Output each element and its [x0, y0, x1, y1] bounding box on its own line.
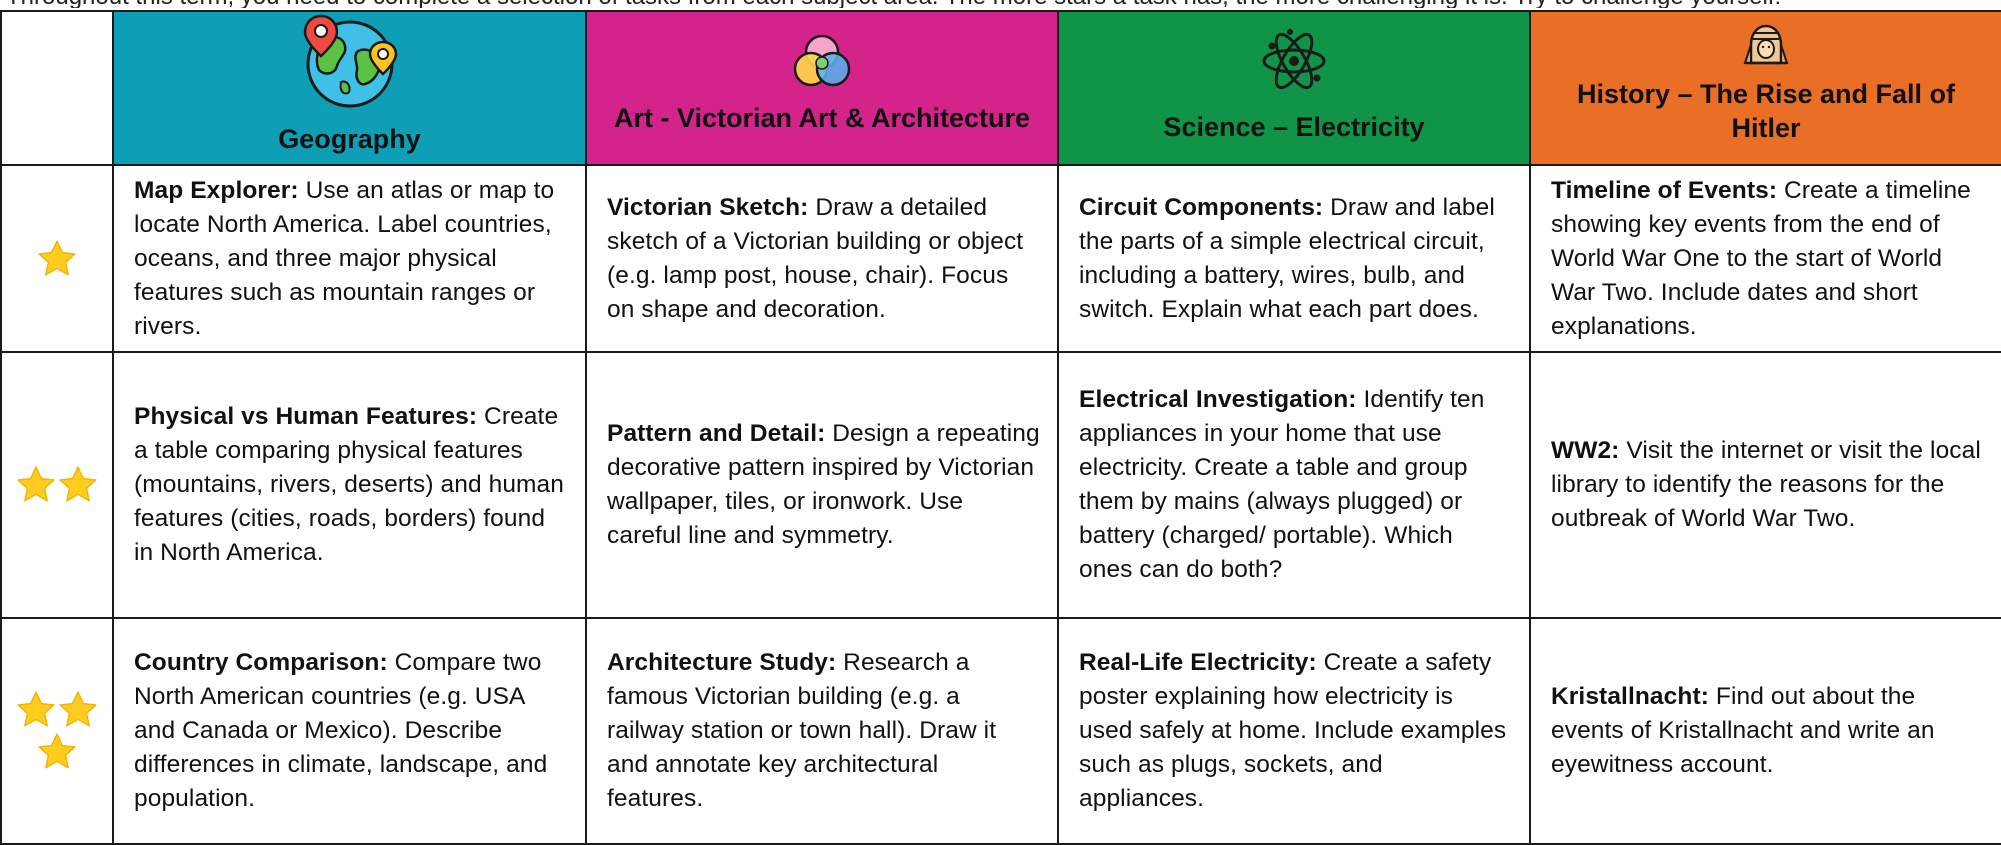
- star-icon: [38, 239, 76, 275]
- header-title: Geography: [278, 124, 421, 154]
- task-name: Kristallnacht:: [1551, 683, 1709, 710]
- difficulty-cell: [0, 164, 114, 353]
- task-description: Create a safety poster explaining how el…: [1079, 649, 1507, 812]
- task-description: Identify ten appliances in your home tha…: [1079, 386, 1485, 583]
- sphinx-icon: [1541, 23, 1991, 73]
- task-cell: Pattern and Detail: Design a repeating d…: [585, 351, 1059, 619]
- task-cell: Architecture Study: Research a famous Vi…: [585, 617, 1059, 845]
- intro-instructions: Throughout this term, you need to comple…: [0, 0, 2001, 8]
- task-name: Timeline of Events:: [1551, 176, 1778, 204]
- task-name: Map Explorer:: [134, 176, 299, 204]
- star-icon: [59, 691, 97, 727]
- star-icon: [59, 466, 97, 502]
- header-title: Science – Electricity: [1163, 112, 1425, 142]
- task-description: Find out about the events of Kristallnac…: [1551, 683, 1935, 778]
- task-description: Draw a detailed sketch of a Victorian bu…: [607, 193, 1024, 323]
- task-name: Circuit Components:: [1079, 193, 1324, 221]
- task-description: Draw and label the parts of a simple ele…: [1079, 193, 1495, 323]
- star-icon: [17, 691, 55, 727]
- task-cell: Physical vs Human Features: Create a tab…: [112, 351, 587, 619]
- colour-circles-icon: [597, 33, 1047, 97]
- task-name: Victorian Sketch:: [607, 193, 809, 221]
- task-description: Create a timeline showing key events fro…: [1551, 176, 1971, 340]
- corner-cell: [0, 10, 114, 166]
- task-description: Compare two North American countries (e.…: [134, 649, 548, 812]
- task-cell: Electrical Investigation: Identify ten a…: [1057, 351, 1531, 619]
- task-cell: Kristallnacht: Find out about the events…: [1529, 617, 2001, 845]
- task-name: Physical vs Human Features:: [134, 403, 478, 430]
- task-cell: Country Comparison: Compare two North Am…: [112, 617, 587, 845]
- task-row-three-star: Country Comparison: Compare two North Am…: [0, 617, 2001, 845]
- task-cell: WW2: Visit the internet or visit the loc…: [1529, 351, 2001, 619]
- task-description: Research a famous Victorian building (e.…: [607, 649, 997, 812]
- globe-map-pin-icon: [124, 12, 575, 118]
- header-history: History – The Rise and Fall of Hitler: [1529, 10, 2001, 166]
- task-description: Create a table comparing physical featur…: [134, 403, 565, 566]
- header-art: Art - Victorian Art & Architecture: [585, 10, 1059, 166]
- star-icon: [38, 733, 76, 769]
- task-row-two-star: Physical vs Human Features: Create a tab…: [0, 351, 2001, 619]
- difficulty-cell: [0, 351, 114, 619]
- star-rating: [12, 464, 102, 506]
- header-science: Science – Electricity: [1057, 10, 1531, 166]
- task-cell: Circuit Components: Draw and label the p…: [1057, 164, 1531, 353]
- header-title: History – The Rise and Fall of Hitler: [1576, 79, 1956, 143]
- header-title: Art - Victorian Art & Architecture: [613, 103, 1031, 133]
- task-cell: Timeline of Events: Create a timeline sh…: [1529, 164, 2001, 353]
- task-cell: Real-Life Electricity: Create a safety p…: [1057, 617, 1531, 845]
- difficulty-cell: [0, 617, 114, 845]
- homework-grid: Geography Art - Victorian Art & Architec…: [0, 10, 2001, 845]
- header-geography: Geography: [112, 10, 587, 166]
- task-cell: Victorian Sketch: Draw a detailed sketch…: [585, 164, 1059, 353]
- task-name: Architecture Study:: [607, 649, 837, 676]
- task-row-one-star: Map Explorer: Use an atlas or map to loc…: [0, 164, 2001, 353]
- subject-header-row: Geography Art - Victorian Art & Architec…: [0, 10, 2001, 166]
- task-name: Electrical Investigation:: [1079, 386, 1357, 413]
- star-rating: [12, 689, 102, 773]
- task-name: Pattern and Detail:: [607, 420, 826, 447]
- atom-icon: [1069, 24, 1519, 106]
- task-name: WW2:: [1551, 437, 1620, 464]
- task-description: Visit the internet or visit the local li…: [1551, 437, 1981, 532]
- task-description: Design a repeating decorative pattern in…: [607, 420, 1040, 549]
- task-description: Use an atlas or map to locate North Amer…: [134, 176, 555, 340]
- task-name: Country Comparison:: [134, 649, 388, 676]
- task-name: Real-Life Electricity:: [1079, 649, 1317, 676]
- star-rating: [12, 238, 102, 280]
- task-cell: Map Explorer: Use an atlas or map to loc…: [112, 164, 587, 353]
- star-icon: [17, 466, 55, 502]
